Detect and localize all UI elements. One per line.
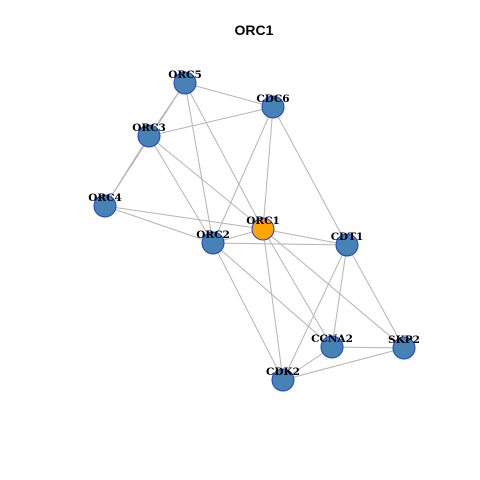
node-skp2-circle [392, 336, 416, 360]
node-ccna2: CCNA2 [311, 333, 353, 359]
node-cdk2-circle [271, 368, 295, 392]
node-orc3-label: ORC3 [132, 122, 166, 134]
node-orc4-label: ORC4 [88, 192, 122, 204]
node-orc5: ORC5 [168, 69, 202, 95]
node-orc4-circle [93, 194, 117, 218]
node-orc2-circle [201, 231, 225, 255]
edge-cdt1-ccna2 [331, 244, 348, 348]
edge-orc1-skp2 [262, 228, 405, 349]
node-cdc6-label: CDC6 [256, 93, 289, 105]
edge-ccna2-skp2 [331, 346, 405, 349]
node-orc5-label: ORC5 [168, 69, 202, 81]
node-orc4: ORC4 [88, 192, 122, 218]
edges-layer [104, 82, 405, 381]
edge-cdt1-cdk2 [282, 244, 348, 381]
edge-orc5-orc1 [184, 82, 264, 230]
node-ccna2-label: CCNA2 [311, 333, 353, 345]
edge-orc2-ccna2 [212, 242, 333, 348]
edge-orc1-cdt1 [262, 228, 348, 246]
graph-title: ORC1 [235, 22, 274, 38]
edge-cdc6-cdt1 [272, 106, 348, 246]
node-orc1-label: ORC1 [246, 215, 280, 227]
edge-orc5-cdc6 [184, 82, 274, 108]
edge-orc4-orc2 [104, 205, 214, 244]
node-cdc6: CDC6 [256, 93, 290, 119]
edge-orc4-orc1 [104, 205, 264, 230]
node-orc3-circle [137, 124, 161, 148]
edge-orc1-ccna2 [262, 228, 333, 348]
node-orc1: ORC1 [246, 215, 280, 241]
node-skp2-label: SKP2 [388, 334, 420, 346]
node-cdt1-circle [335, 233, 359, 257]
node-cdk2: CDK2 [266, 366, 300, 392]
edge-orc3-orc1 [148, 135, 264, 230]
edge-orc3-orc4 [104, 135, 150, 207]
edge-cdc6-orc2 [212, 106, 274, 244]
edge-cdt1-skp2 [346, 244, 405, 349]
edge-cdc6-orc1 [262, 106, 274, 230]
node-orc2-label: ORC2 [196, 229, 230, 241]
node-cdc6-circle [261, 95, 285, 119]
edge-orc3-orc2 [148, 135, 214, 244]
node-orc5-circle [173, 71, 197, 95]
edge-orc2-cdk2 [212, 242, 284, 381]
node-orc2: ORC2 [196, 229, 230, 255]
edge-orc1-cdk2 [262, 228, 284, 381]
node-cdt1-label: CDT1 [331, 231, 364, 243]
edge-orc3-cdc6 [148, 106, 274, 137]
node-cdk2-label: CDK2 [266, 366, 300, 378]
node-cdt1: CDT1 [331, 231, 364, 257]
node-orc1-circle [251, 217, 275, 241]
node-ccna2-circle [320, 335, 344, 359]
edge-orc5-orc2 [184, 82, 214, 244]
node-orc3: ORC3 [132, 122, 166, 148]
node-skp2: SKP2 [388, 334, 420, 360]
edge-cdk2-skp2 [282, 347, 405, 381]
